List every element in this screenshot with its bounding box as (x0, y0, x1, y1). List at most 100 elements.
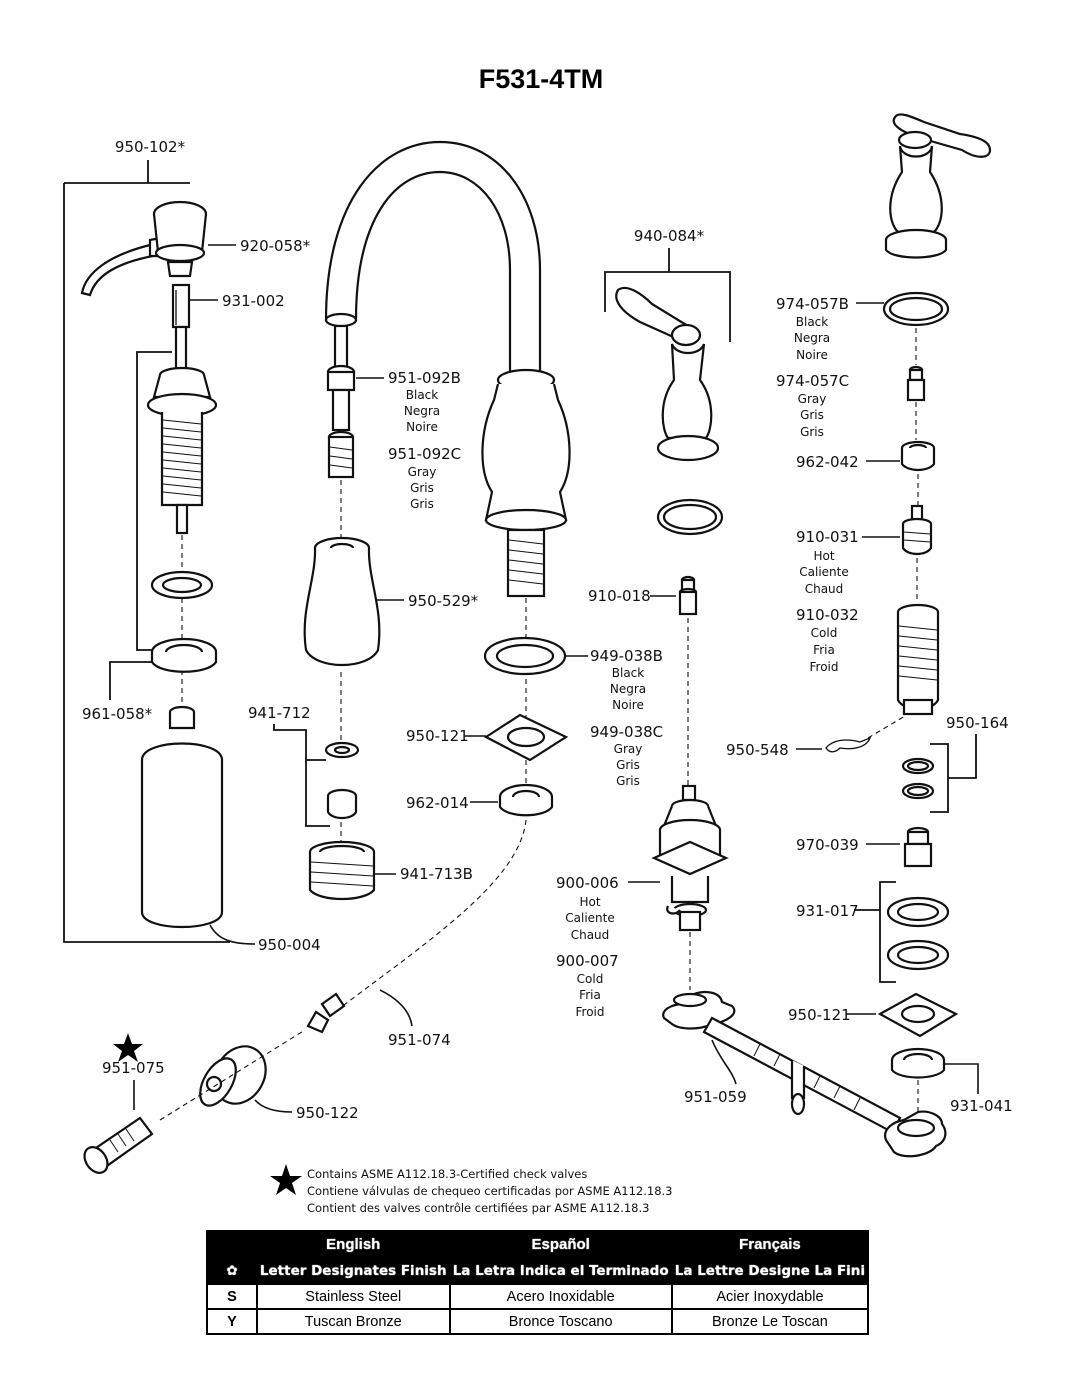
finish-francais: Bronze Le Toscan (670, 1308, 870, 1335)
label-962-014: 962-014 (406, 794, 469, 812)
aerator-941-712-part (324, 741, 360, 820)
label-974-057C-sub-1: Gray (798, 392, 827, 406)
table-row: Y Tuscan Bronze Bronce Toscano Bronze Le… (206, 1308, 870, 1335)
cartridge-910-031-part (901, 504, 933, 556)
note-line-2: Contiene válvulas de chequeo certificada… (307, 1184, 673, 1198)
spray-parts-group: 951-092B Black Negra Noire 951-092C Gray… (248, 364, 479, 900)
label-951-092C-sub-2: Gris (410, 481, 434, 495)
label-949-038B-sub-2: Negra (610, 682, 646, 696)
weight-950-122-part (199, 1045, 267, 1107)
label-974-057C: 974-057C (776, 372, 849, 390)
page-title: F531-4TM (479, 64, 604, 94)
plate-950-121-right-part (877, 992, 959, 1038)
label-951-092C-sub-3: Gris (410, 497, 434, 511)
label-974-057B-sub-3: Noire (796, 348, 828, 362)
washers-931-017-part (886, 896, 950, 971)
label-949-038B-sub-3: Noire (612, 698, 644, 712)
label-941-713B: 941-713B (400, 865, 473, 883)
hot-valve-group: 940-084* 910-018 (556, 227, 731, 1019)
bracket-940-084 (604, 248, 731, 342)
table-header-english: English (256, 1230, 451, 1258)
label-950-529: 950-529* (408, 592, 479, 610)
housing-941-713B-part (308, 840, 376, 900)
subheader-espanol: La Letra Indica el Terminado (448, 1256, 673, 1285)
label-951-092B-sub-3: Noire (406, 420, 438, 434)
label-900-007-sub-1: Cold (577, 972, 604, 986)
star-icon (113, 1033, 143, 1062)
table-header-francais: Français (670, 1230, 870, 1258)
waterway-951-059-part (662, 991, 947, 1158)
note-line-3: Contient des valves contrôle certifiées … (307, 1201, 649, 1215)
label-974-057B: 974-057B (776, 295, 849, 313)
finish-code: S (206, 1283, 258, 1310)
label-910-031-sub-1: Hot (813, 549, 834, 563)
label-910-031-sub-2: Caliente (799, 565, 848, 579)
note-line-1: Contains ASME A112.18.3-Certified check … (307, 1167, 587, 1181)
label-974-057B-sub-1: Black (796, 315, 829, 329)
label-940-084: 940-084* (634, 227, 705, 245)
label-951-092B-sub-1: Black (406, 388, 439, 402)
label-941-712: 941-712 (248, 704, 311, 722)
nut-961-058-part (150, 637, 218, 673)
label-950-004: 950-004 (258, 936, 321, 954)
hose-path (339, 819, 527, 1009)
label-949-038C-sub-1: Gray (614, 742, 643, 756)
gasket-949-038-part (483, 636, 567, 676)
label-974-057C-sub-2: Gris (800, 408, 824, 422)
label-951-092B-sub-2: Negra (404, 404, 440, 418)
finish-code: Y (206, 1308, 258, 1335)
table-header-espanol: Español (448, 1230, 673, 1258)
label-961-058: 961-058* (82, 705, 153, 723)
o-ring-part (656, 498, 724, 536)
label-910-031-sub-3: Chaud (805, 582, 844, 596)
label-951-092C: 951-092C (388, 445, 461, 463)
o-ring-974-057-part (882, 291, 950, 327)
check-valve-note: Contains ASME A112.18.3-Certified check … (270, 1164, 673, 1215)
label-931-041: 931-041 (950, 1097, 1013, 1115)
nut-962-042-part (900, 440, 936, 472)
finish-francais: Acier Inoxydable (670, 1283, 870, 1310)
adapter-910-018-part (678, 575, 698, 616)
handle-right-part (884, 113, 992, 259)
label-910-018: 910-018 (588, 587, 651, 605)
label-950-164: 950-164 (946, 714, 1009, 732)
label-910-032-sub-1: Cold (811, 626, 838, 640)
cold-valve-group: 974-057B Black Negra Noire 974-057C Gray… (726, 113, 1013, 1120)
label-900-007-sub-2: Fria (579, 988, 601, 1002)
label-950-548: 950-548 (726, 741, 789, 759)
star-icon (270, 1164, 302, 1195)
washer-part (150, 570, 214, 600)
clip-950-548-part (825, 736, 872, 753)
label-951-059: 951-059 (684, 1088, 747, 1106)
label-949-038B: 949-038B (590, 647, 663, 665)
label-900-006: 900-006 (556, 874, 619, 892)
label-900-006-sub-2: Caliente (565, 911, 614, 925)
label-900-006-sub-1: Hot (579, 895, 600, 909)
label-950-121-a: 950-121 (406, 727, 469, 745)
spray-adapter-part (326, 364, 356, 479)
finish-espanol: Acero Inoxidable (448, 1283, 673, 1310)
plate-950-121-part (483, 713, 569, 762)
handle-940-084-part (615, 286, 720, 462)
finish-english: Tuscan Bronze (256, 1308, 451, 1335)
label-951-092C-sub-1: Gray (408, 465, 437, 479)
label-974-057C-sub-3: Gris (800, 425, 824, 439)
table-header-blank (206, 1230, 258, 1258)
label-951-092B: 951-092B (388, 369, 461, 387)
adapter-right-part (906, 365, 926, 402)
subheader-francais: La Lettre Designe La Fini (670, 1256, 870, 1285)
spray-head-950-529-part (303, 536, 381, 667)
label-951-074: 951-074 (388, 1031, 451, 1049)
label-949-038C-sub-3: Gris (616, 774, 640, 788)
label-900-007: 900-007 (556, 952, 619, 970)
label-900-007-sub-3: Froid (576, 1005, 605, 1019)
pump-head-part (80, 200, 208, 297)
fitting-951-075-part (83, 1116, 154, 1174)
label-974-057B-sub-2: Negra (794, 331, 830, 345)
nut-962-014-part (498, 783, 554, 817)
nut-931-041-part (890, 1047, 946, 1079)
spout-part (324, 140, 542, 380)
table-row: S Stainless Steel Acero Inoxidable Acier… (206, 1283, 870, 1310)
